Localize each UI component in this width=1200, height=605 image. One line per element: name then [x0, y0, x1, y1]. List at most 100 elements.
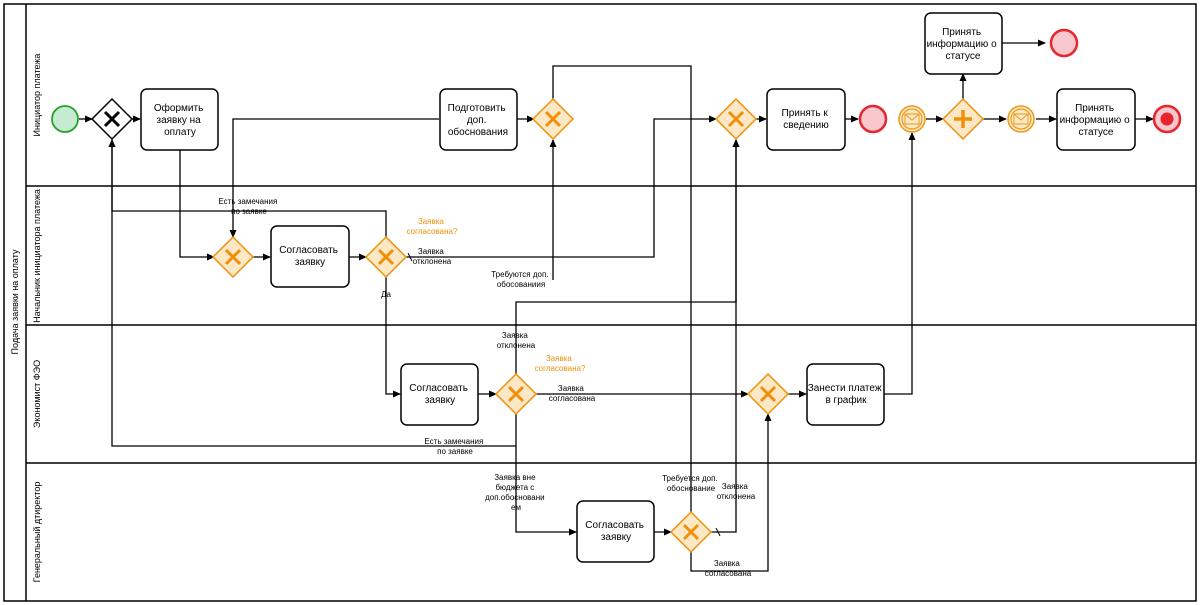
x-icon [103, 110, 121, 128]
task-prepare-justification[interactable]: Подготовить доп. обоснования [439, 88, 518, 151]
task-add-to-schedule[interactable]: Занести платеж в график [806, 363, 885, 426]
lane-label-initiator: Инициатор платежа [32, 54, 42, 137]
plus-icon [954, 110, 972, 128]
task-label: оплату [164, 127, 196, 138]
x-icon [377, 248, 395, 266]
sequence-flows [79, 39, 1154, 572]
gateway-start-merge[interactable] [90, 97, 134, 141]
gateway-economist-decision[interactable] [494, 372, 538, 416]
flow-justification-to-head [229, 118, 439, 238]
lane-label-head: Начальник инициатора платежа [32, 189, 42, 323]
svg-text:Принять к сведению: Принять к сведению [782, 108, 831, 131]
task-label: Принять к [782, 108, 829, 119]
label-dir-rejected: Заявка отклонена [717, 482, 756, 501]
task-director-approve[interactable]: Согласовать заявку [576, 500, 655, 563]
flow-create-to-head-gw [179, 150, 215, 261]
gateway-head-merge[interactable] [211, 235, 255, 279]
label-econ-question: Заявка согласована? [535, 354, 586, 373]
flow-head-remarks [108, 139, 387, 237]
svg-text:Согласовать заявку: Согласовать заявку [585, 520, 646, 543]
task-label: заявку на [156, 115, 201, 126]
label-econ-rejected: Заявка отклонена [497, 331, 536, 350]
x-icon [544, 110, 562, 128]
label-head-rejected: Заявка отклонена [413, 247, 452, 266]
svg-text:Согласовать заявку: Согласовать заявку [279, 245, 340, 268]
task-receive-status-right[interactable]: Принять информацию о статусе [1056, 88, 1136, 151]
task-label: Согласовать [279, 245, 338, 256]
label-dir-approved: Заявка согласована [705, 559, 752, 578]
lane-label-economist: Экономист ФЭО [32, 360, 42, 428]
task-label: в график [825, 394, 867, 406]
envelope-icon [904, 113, 920, 125]
flow-dir-approved [690, 413, 772, 572]
label-econ-out-of-budget: Заявка вне бюджета с доп.обосновани ем [485, 473, 547, 512]
x-icon [759, 385, 777, 403]
task-label: статусе [1079, 127, 1114, 138]
gateway-head-decision[interactable] [364, 235, 408, 279]
task-label: Принять [942, 27, 981, 38]
task-label: Согласовать [409, 383, 468, 394]
task-label: обоснования [448, 126, 508, 138]
end-event-take-note[interactable] [858, 104, 888, 134]
flow-dir-need-justification [549, 65, 692, 512]
task-label: доп. [467, 115, 487, 126]
svg-text:Занести платеж в график: Занести платеж в график [808, 383, 885, 406]
x-icon [507, 385, 525, 403]
label-need-justification: Требуются доп. обосованиия [491, 270, 551, 289]
label-head-yes: Да [381, 290, 391, 299]
x-icon [224, 248, 242, 266]
pool-title: Подача заявки на оплату [10, 249, 20, 354]
x-icon [727, 110, 745, 128]
default-flow-marker [715, 527, 721, 537]
flow-schedule-to-message [884, 132, 916, 395]
task-label: сведению [783, 120, 829, 131]
gateway-director-decision[interactable] [669, 510, 713, 554]
task-label: Подготовить [448, 103, 506, 114]
label-econ-approved: Заявка согласована [549, 384, 596, 403]
task-label: Оформить [154, 102, 203, 114]
task-label: Занести платеж [808, 383, 882, 394]
task-label: заявку [425, 395, 455, 406]
task-take-note[interactable]: Принять к сведению [766, 88, 846, 151]
start-event[interactable] [51, 105, 79, 133]
gateway-parallel[interactable] [941, 97, 985, 141]
x-icon [682, 523, 700, 541]
task-economist-approve[interactable]: Согласовать заявку [400, 363, 479, 426]
label-econ-remarks: Есть замечания по заявке [424, 437, 485, 456]
task-label: информацию о [1060, 114, 1130, 126]
task-label: статусе [946, 51, 981, 62]
flow-econ-remarks [108, 139, 517, 447]
svg-text:Принять информацию о: Принять информацию о статусе [1060, 103, 1133, 138]
gateway-justification-merge[interactable] [531, 97, 575, 141]
label-dir-need-justification: Требуется доп. обоснование [662, 474, 720, 493]
task-create-request[interactable]: Оформить заявку на оплату [140, 88, 219, 151]
gateway-approved-merge[interactable] [746, 372, 790, 416]
end-event-top[interactable] [1049, 28, 1079, 58]
flow-head-yes [385, 277, 401, 398]
task-head-approve[interactable]: Согласовать заявку [270, 225, 350, 288]
default-flow-marker [407, 252, 413, 262]
label-head-question: Заявка согласована? [407, 217, 458, 236]
task-label: заявку [295, 257, 325, 268]
task-label: заявку [601, 532, 631, 543]
message-event-outgoing[interactable] [1007, 105, 1035, 133]
flow-head-rejected [406, 115, 717, 258]
message-event-incoming[interactable] [898, 105, 926, 133]
label-head-remarks: Есть замечания по заявке [218, 197, 279, 216]
svg-text:Оформить заявку на: Оформить заявку на оплату [154, 102, 206, 138]
lane-label-director: Генеральный дтиректор [32, 482, 42, 583]
svg-text:Согласовать заявку: Согласовать заявку [409, 383, 470, 406]
task-label: информацию о [927, 38, 997, 50]
svg-text:Подготовить доп. о: Подготовить доп. обоснования [448, 103, 509, 138]
svg-text:Принять информацию о: Принять информацию о статусе [927, 27, 1000, 62]
pool-border [3, 3, 1197, 602]
envelope-icon [1013, 113, 1029, 125]
task-label: Принять [1075, 103, 1114, 114]
flow-econ-out-of-budget [515, 446, 577, 536]
gateway-rejection-merge[interactable] [714, 97, 758, 141]
end-event-right-inner [1160, 112, 1174, 126]
task-receive-status-top[interactable]: Принять информацию о статусе [924, 12, 1003, 75]
flow-dir-rejected [711, 139, 740, 533]
task-label: Согласовать [585, 520, 644, 531]
